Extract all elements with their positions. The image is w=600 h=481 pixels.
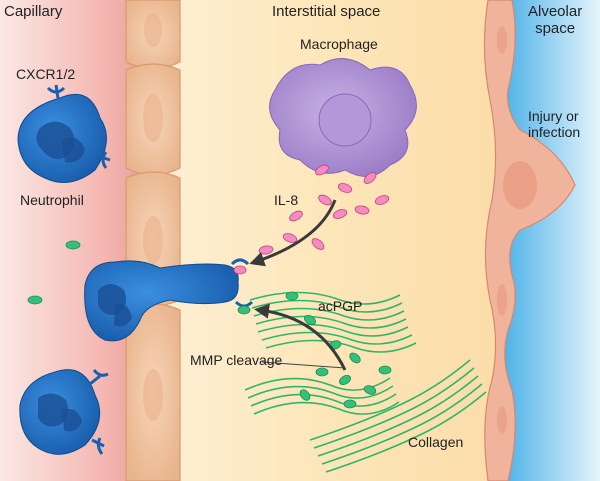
il8-molecules <box>258 164 390 255</box>
mmp-label: MMP cleavage <box>190 352 283 368</box>
macrophage-cell <box>269 58 417 177</box>
alveolar-region <box>505 0 600 481</box>
neutrophil-label: Neutrophil <box>20 192 84 208</box>
alveolar-label: Alveolar space <box>528 3 582 37</box>
neutrophil-top <box>17 84 111 183</box>
alveolar-label-line2: space <box>535 20 576 37</box>
capillary-label: Capillary <box>4 3 63 20</box>
acpgp-arrow <box>254 303 347 371</box>
collagen-label: Collagen <box>408 434 464 450</box>
macrophage-label: Macrophage <box>300 36 378 52</box>
interstitial-label: Interstitial space <box>272 3 381 20</box>
receptor-label: CXCR1/2 <box>16 66 76 82</box>
endothelium <box>125 0 181 481</box>
alveolar-label-line1: Alveolar <box>528 3 583 20</box>
neutrophil-bottom <box>19 369 109 455</box>
acpgp-label: acPGP <box>318 298 363 314</box>
injury-label-line1: Injury or <box>528 108 579 124</box>
il8-arrow <box>249 199 337 267</box>
alveolar-epithelium <box>483 0 576 481</box>
injury-label-line2: infection <box>528 124 581 140</box>
mmp-pointer-line <box>261 361 346 369</box>
il8-label: IL-8 <box>274 192 299 208</box>
neutrophil-transmigrating <box>84 258 254 342</box>
injury-label: Injury or infection <box>528 108 580 140</box>
